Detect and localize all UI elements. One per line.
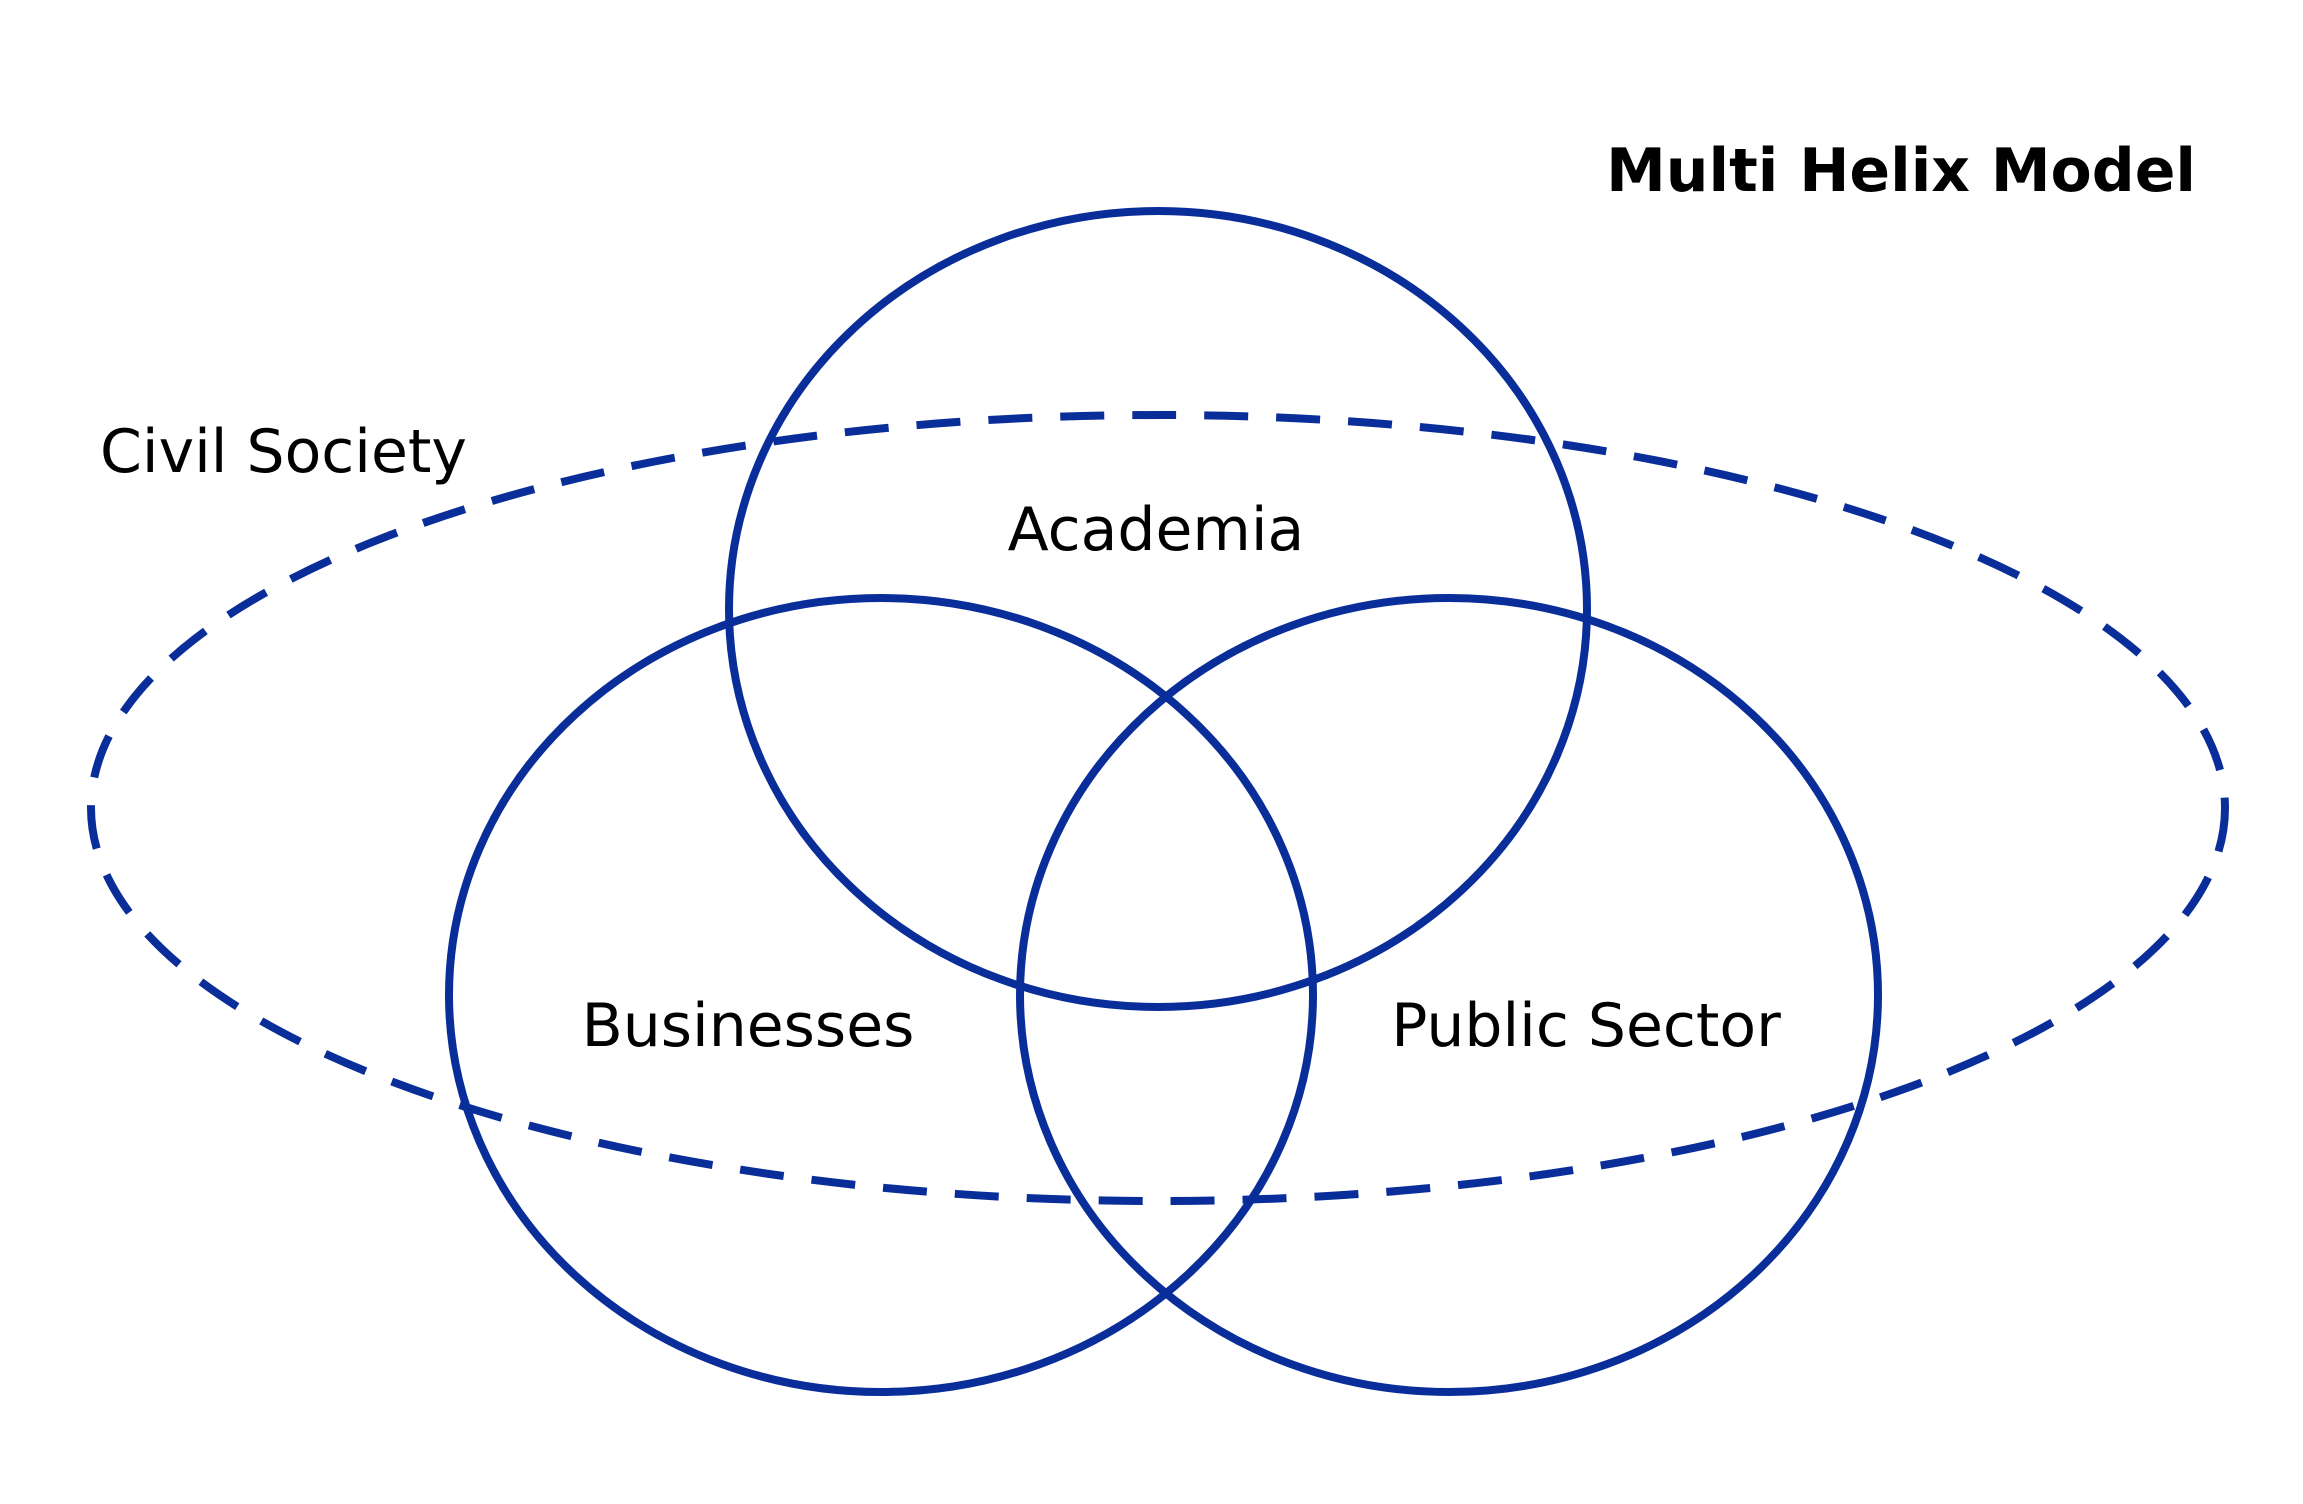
diagram-title: Multi Helix Model <box>1606 136 2196 206</box>
civil-society-label: Civil Society <box>100 417 467 487</box>
academia-label: Academia <box>1008 495 1305 565</box>
businesses-circle <box>445 594 1317 1396</box>
civil-society-ellipse <box>87 411 2229 1205</box>
public-sector-circle <box>1016 594 1882 1396</box>
public-sector-label: Public Sector <box>1391 991 1781 1061</box>
academia-circle <box>725 207 1591 1011</box>
businesses-label: Businesses <box>582 991 915 1061</box>
